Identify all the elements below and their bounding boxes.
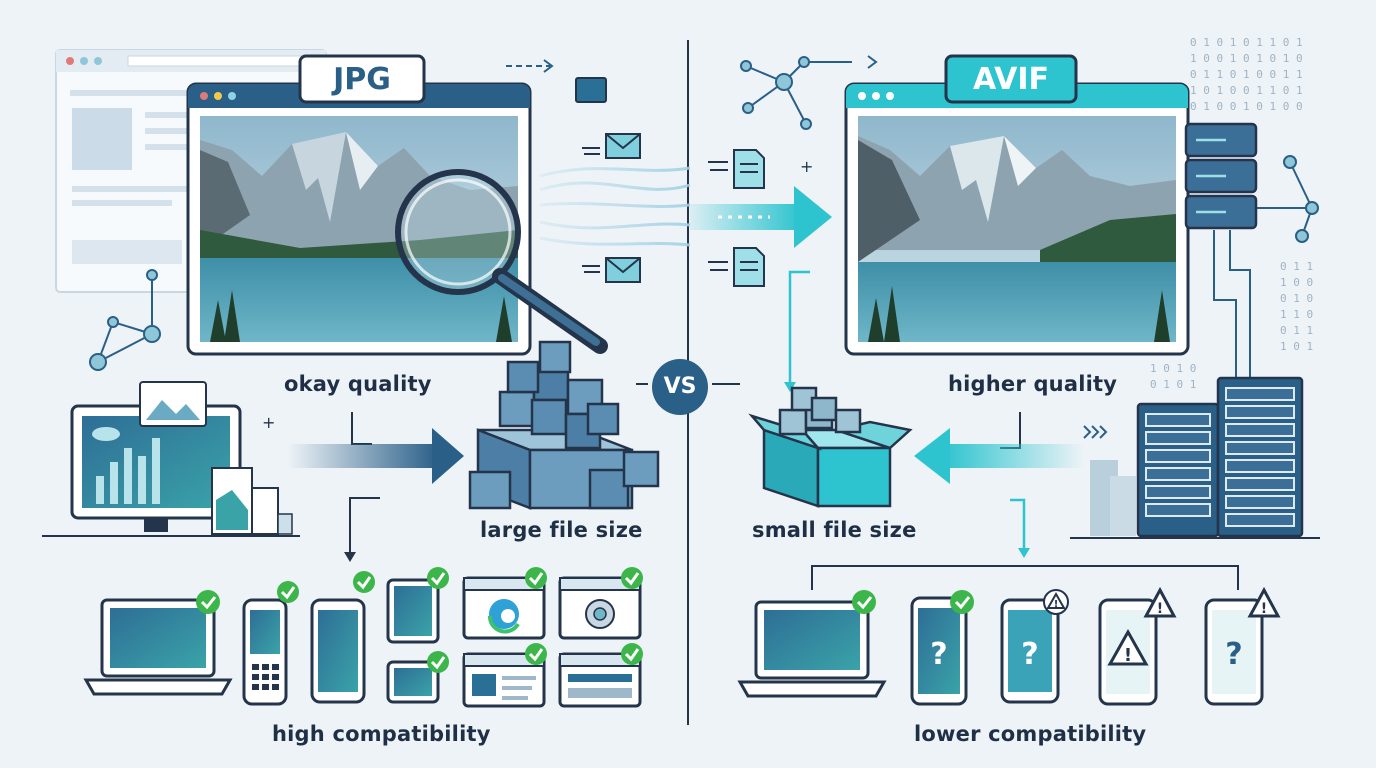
smartphone-icon: ! — [1098, 598, 1158, 706]
smartphone-icon: ? — [1204, 598, 1264, 706]
svg-text:1 0 1 0: 1 0 1 0 — [1150, 362, 1196, 375]
laptop-icon — [83, 598, 233, 696]
svg-text:!: ! — [1054, 599, 1059, 610]
svg-text:1 0 1 0 0 1 1 0 1: 1 0 1 0 0 1 1 0 1 — [1190, 84, 1303, 97]
svg-text:1 1 0: 1 1 0 — [1280, 308, 1313, 321]
circuit-lines — [1213, 230, 1251, 380]
jpg-file-size-label: large file size — [480, 518, 643, 542]
transfer-arrow — [690, 186, 832, 248]
avif-file-size-label: small file size — [752, 518, 917, 542]
svg-text:0 1 0 1 0 1 1 0 1: 0 1 0 1 0 1 1 0 1 — [1190, 36, 1303, 49]
flow-arrow-right — [914, 428, 1084, 484]
check-icon — [852, 590, 974, 614]
svg-text:0 1 0 1: 0 1 0 1 — [1150, 378, 1196, 391]
svg-text:!: ! — [1124, 645, 1132, 666]
question-icon: ? — [1225, 637, 1242, 672]
question-icon: ? — [930, 637, 947, 672]
network-nodes-icon — [740, 56, 852, 130]
avif-format-tab — [944, 54, 1078, 104]
svg-text:0 1 1: 0 1 1 — [1280, 324, 1313, 337]
question-icon: ? — [1021, 637, 1038, 672]
dashed-arrow-icon — [506, 59, 554, 73]
webpage-browser-icon — [558, 652, 642, 708]
chevrons-icon — [1083, 425, 1108, 439]
mail-icon — [582, 133, 641, 159]
server-stack-icon — [1184, 122, 1258, 230]
svg-text:0 1 0 0 1 0 1 0 0: 0 1 0 0 1 0 1 0 0 — [1190, 100, 1303, 113]
avif-device-row: ? ? ! ? ! ! ! — [737, 586, 1281, 706]
document-icon — [708, 247, 765, 287]
vs-badge: VS — [652, 359, 708, 415]
svg-text:1 0 0 1 0 1 0 1 0: 1 0 0 1 0 1 0 1 0 — [1190, 52, 1303, 65]
document-icon — [708, 149, 765, 189]
svg-text:0 1 1: 0 1 1 — [1280, 260, 1313, 273]
webpage-browser-icon — [462, 652, 546, 708]
tablet-icon — [386, 578, 440, 644]
jpg-format-label: JPG — [333, 62, 391, 97]
desktop-monitor-icon — [42, 381, 300, 537]
edge-browser-icon — [462, 576, 546, 640]
binary-code-pattern: 0 1 0 1 0 1 1 0 1 1 0 0 1 0 1 0 1 0 0 1 … — [1150, 36, 1313, 391]
jpg-browser-window — [186, 82, 608, 356]
svg-text:1 0 0: 1 0 0 — [1280, 276, 1313, 289]
jpg-format-tab — [298, 54, 426, 104]
server-rack-icon — [1070, 376, 1320, 539]
feature-phone-icon — [242, 598, 288, 706]
tablet-landscape-icon — [386, 660, 440, 704]
mail-icon — [582, 257, 641, 283]
data-streams-icon — [539, 166, 691, 247]
avif-format-label: AVIF — [972, 62, 1050, 97]
jpg-device-row — [83, 567, 643, 708]
network-nodes-icon — [89, 269, 161, 371]
laptop-icon — [737, 600, 887, 698]
check-icon — [196, 567, 643, 673]
svg-text:0 1 1 0 1 0 0 1 1: 0 1 1 0 1 0 0 1 1 — [1190, 68, 1303, 81]
svg-text:1 0 1: 1 0 1 — [1280, 340, 1313, 353]
file-icon — [575, 77, 607, 103]
small-box-icon — [748, 386, 913, 508]
svg-text:+: + — [262, 413, 275, 432]
flow-arrow-left — [288, 412, 464, 484]
avif-quality-label: higher quality — [948, 372, 1118, 396]
avif-browser-window — [844, 82, 1190, 356]
smartphone-icon: ? — [1000, 598, 1060, 704]
svg-text:+: + — [800, 157, 813, 176]
large-box-stack-icon — [468, 340, 660, 510]
svg-text:0 1 0: 0 1 0 — [1280, 292, 1313, 305]
avif-compatibility-label: lower compatibility — [914, 722, 1147, 746]
jpg-quality-label: okay quality — [284, 372, 432, 396]
smartphone-icon — [310, 598, 366, 704]
network-nodes-icon — [1250, 155, 1319, 243]
svg-text:!: ! — [1157, 601, 1163, 617]
svg-text:!: ! — [1261, 601, 1267, 617]
warning-icon: ! ! ! — [1043, 586, 1281, 618]
jpg-compatibility-label: high compatibility — [272, 722, 491, 746]
chrome-browser-icon — [558, 576, 642, 640]
smartphone-icon: ? — [910, 596, 968, 706]
